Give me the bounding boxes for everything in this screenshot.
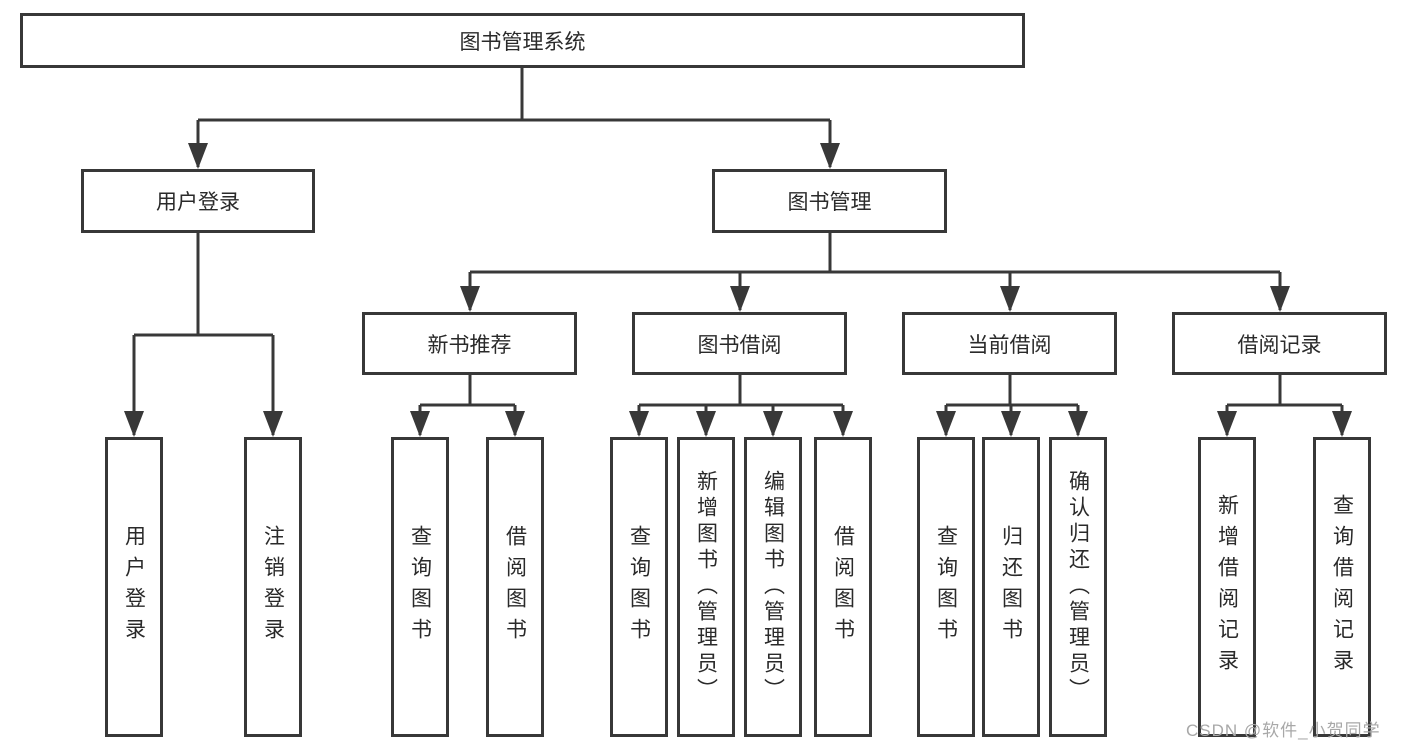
leaf-borrow-books-2: 借阅图书 — [814, 437, 872, 737]
leaf-logout-label: 注销登录 — [261, 525, 285, 649]
leaf-add-borrow-record: 新增借阅记录 — [1198, 437, 1256, 737]
node-current-borrow: 当前借阅 — [902, 312, 1117, 375]
leaf-confirm-return-admin: 确认归还（管理员） — [1049, 437, 1107, 737]
node-root-label: 图书管理系统 — [459, 30, 586, 54]
node-root: 图书管理系统 — [20, 13, 1025, 68]
node-current-borrow-label: 当前借阅 — [967, 333, 1052, 357]
leaf-query-books-3: 查询图书 — [917, 437, 975, 737]
connector-rails — [132, 68, 1344, 435]
leaf-logout: 注销登录 — [244, 437, 302, 737]
node-new-book-recommend: 新书推荐 — [362, 312, 577, 375]
leaf-add-borrow-record-label: 新增借阅记录 — [1215, 494, 1239, 680]
watermark: CSDN @软件_小贺同学 — [1186, 721, 1381, 740]
leaf-return-book-label: 归还图书 — [999, 525, 1023, 649]
leaf-return-book: 归还图书 — [982, 437, 1040, 737]
leaf-query-books-1: 查询图书 — [391, 437, 449, 737]
leaf-confirm-return-admin-label: 确认归还（管理员） — [1066, 470, 1090, 704]
leaf-query-borrow-record-label: 查询借阅记录 — [1330, 494, 1354, 680]
node-user-login-label: 用户登录 — [156, 191, 240, 214]
leaf-query-borrow-record: 查询借阅记录 — [1313, 437, 1371, 737]
leaf-borrow-books-1-label: 借阅图书 — [503, 525, 527, 649]
leaf-user-login: 用户登录 — [105, 437, 163, 737]
leaf-borrow-books-2-label: 借阅图书 — [831, 525, 855, 649]
leaf-query-books-2: 查询图书 — [610, 437, 668, 737]
node-new-book-recommend-label: 新书推荐 — [427, 333, 512, 357]
node-borrow-records-label: 借阅记录 — [1237, 333, 1322, 357]
leaf-add-book-admin: 新增图书（管理员） — [677, 437, 735, 737]
node-borrow-records: 借阅记录 — [1172, 312, 1387, 375]
leaf-user-login-label: 用户登录 — [122, 525, 146, 649]
connector-arrowheads — [124, 143, 1352, 437]
leaf-edit-book-admin: 编辑图书（管理员） — [744, 437, 802, 737]
leaf-query-books-1-label: 查询图书 — [408, 525, 432, 649]
node-book-management: 图书管理 — [712, 169, 947, 233]
leaf-edit-book-admin-label: 编辑图书（管理员） — [761, 470, 785, 704]
leaf-query-books-3-label: 查询图书 — [934, 525, 958, 649]
node-book-borrow-label: 图书借阅 — [697, 333, 782, 357]
node-book-borrow: 图书借阅 — [632, 312, 847, 375]
node-user-login: 用户登录 — [81, 169, 315, 233]
leaf-query-books-2-label: 查询图书 — [627, 525, 651, 649]
node-book-management-label: 图书管理 — [787, 191, 872, 214]
leaf-borrow-books-1: 借阅图书 — [486, 437, 544, 737]
leaf-add-book-admin-label: 新增图书（管理员） — [694, 470, 718, 704]
